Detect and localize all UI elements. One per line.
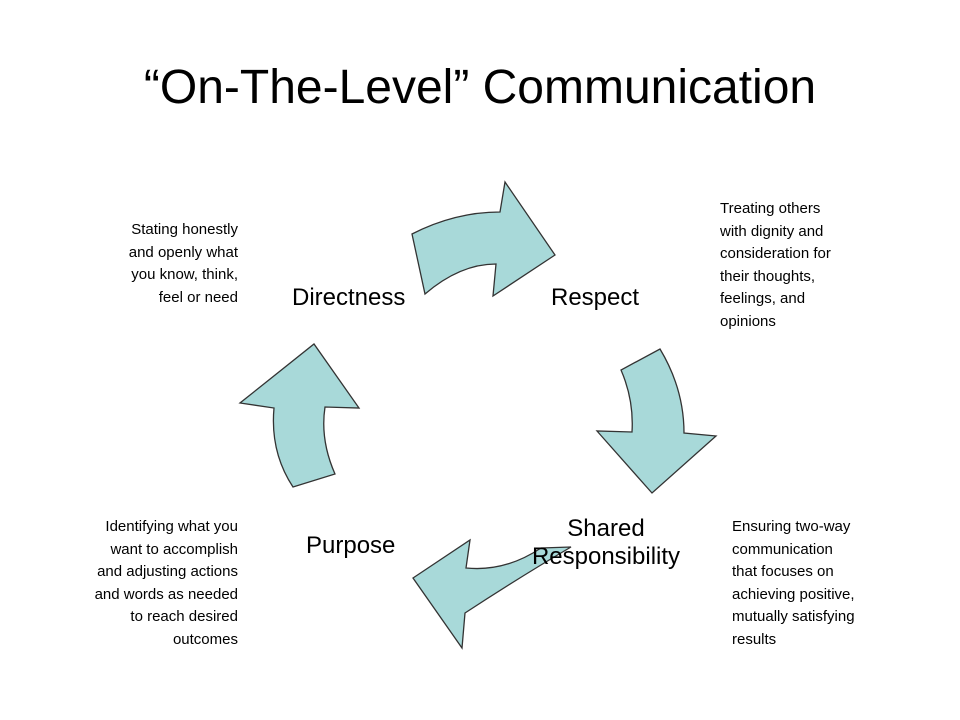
description-line: to reach desired [130, 608, 238, 625]
description-line: consideration for [720, 245, 831, 262]
description-line: feel or need [158, 288, 238, 306]
description-line: and words as needed [94, 585, 238, 603]
node-label-line: Responsibility [531, 543, 681, 570]
node-label-shared-responsibility: Shared Responsibility [522, 515, 690, 571]
description-line: their thoughts, [720, 267, 816, 285]
description-directness: Stating honestly and openly what you kno… [60, 219, 238, 309]
description-purpose: Identifying what you want to accomplish … [40, 516, 238, 651]
description-line: Treating others [720, 200, 821, 217]
page-title: “On-The-Level” Communication [143, 61, 817, 114]
description-line: Ensuring two-way [732, 518, 851, 535]
node-label-directness: Directness [292, 284, 406, 311]
description-line: achieving positive, [732, 585, 855, 603]
description-shared-responsibility: Ensuring two-way communication that focu… [732, 516, 855, 651]
description-line: feelings, and [720, 290, 806, 307]
description-line: that focuses on [732, 563, 834, 580]
description-line: Stating honestly [131, 221, 238, 238]
curved-arrow-icon [595, 348, 718, 494]
description-line: outcomes [172, 630, 238, 648]
curved-arrow-icon [411, 180, 556, 298]
description-respect: Treating others with dignity and conside… [720, 198, 831, 333]
description-line: results [732, 630, 777, 648]
description-line: communication [732, 540, 833, 558]
node-label-purpose: Purpose [306, 532, 396, 559]
description-line: with dignity and [720, 222, 824, 240]
description-line: mutually satisfying [732, 608, 855, 625]
description-line: Identifying what you [105, 518, 238, 535]
description-line: and openly what [128, 243, 238, 261]
curved-arrow-icon [412, 538, 572, 650]
curved-arrow-icon [238, 343, 361, 488]
description-line: want to accomplish [110, 540, 238, 558]
node-label-line: Shared [567, 515, 645, 542]
description-line: and adjusting actions [97, 563, 238, 580]
node-label-respect: Respect [551, 284, 640, 311]
description-line: you know, think, [131, 266, 238, 283]
description-line: opinions [720, 312, 776, 330]
